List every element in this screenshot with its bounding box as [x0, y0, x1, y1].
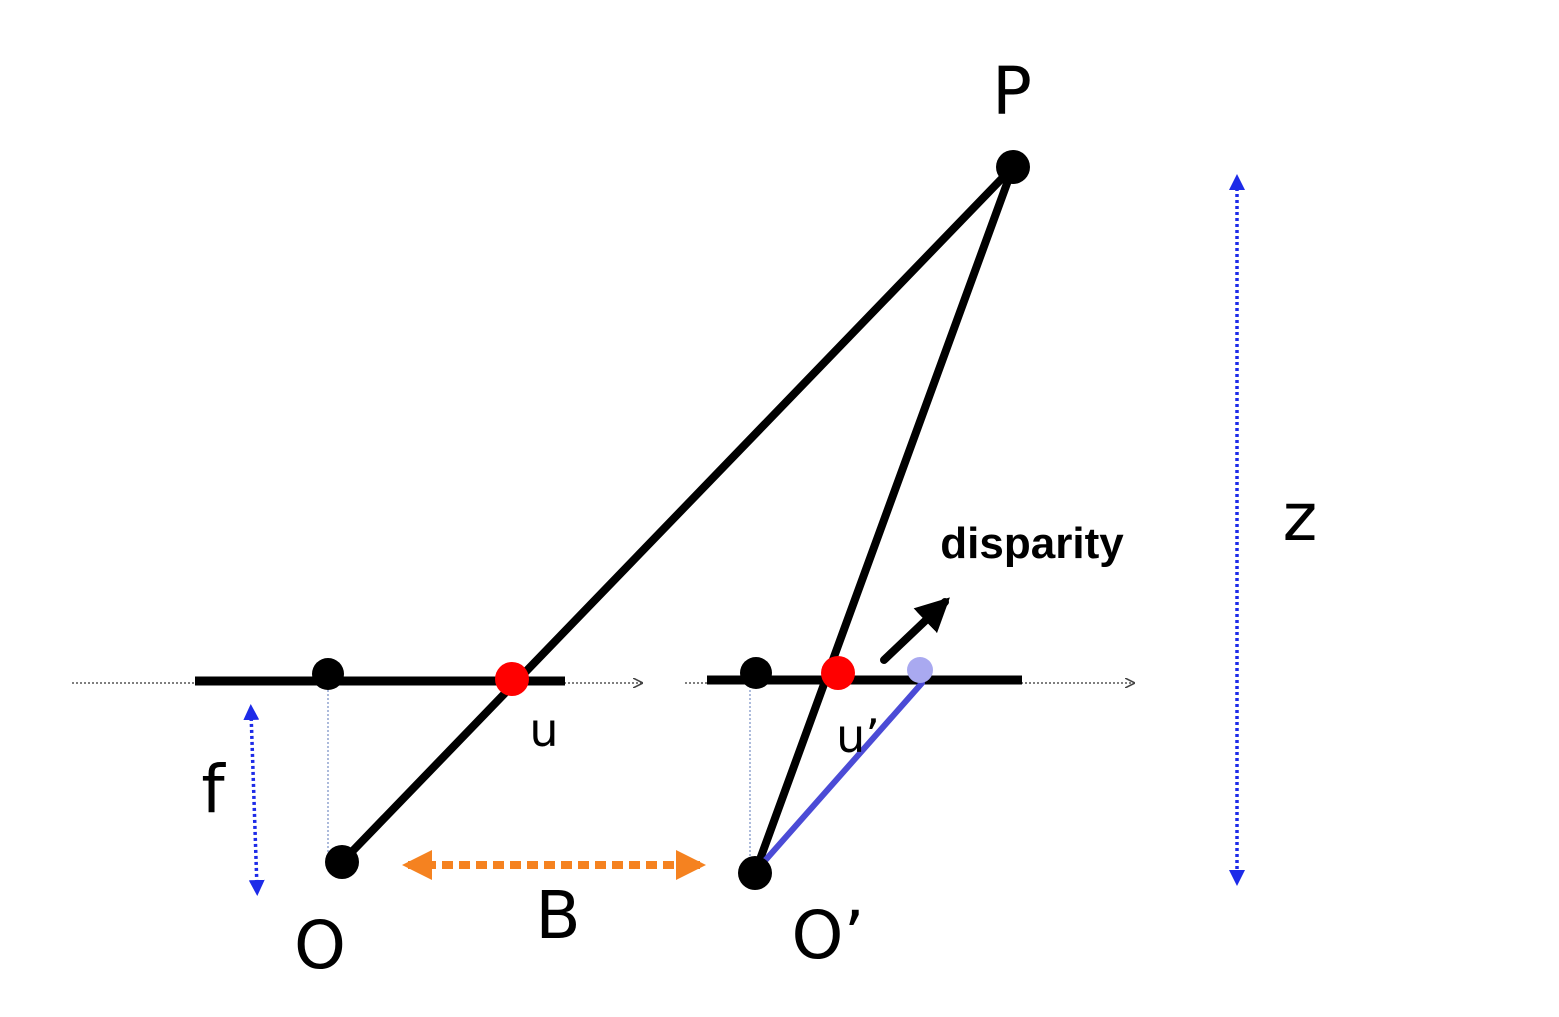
principal-point-left	[312, 658, 344, 690]
label-image-point-u-prime: u’	[836, 709, 880, 763]
focal-length-arrow	[243, 704, 265, 896]
point-p-marker	[996, 150, 1030, 184]
label-depth: z	[1283, 479, 1318, 556]
image-point-u-prime	[821, 656, 855, 690]
label-image-point-u: u	[529, 703, 558, 757]
label-disparity: disparity	[940, 519, 1124, 568]
label-point-p: P	[992, 53, 1032, 130]
label-origin-left: O	[294, 907, 346, 984]
principal-point-right	[740, 657, 772, 689]
label-focal-length: f	[201, 751, 226, 828]
ray-right	[751, 163, 1017, 877]
disparity-ray	[752, 680, 925, 875]
ray-left	[338, 163, 1017, 866]
origin-right-marker	[738, 856, 772, 890]
image-point-u	[495, 662, 529, 696]
origin-left-marker	[325, 845, 359, 879]
disparity-pointer-arrow	[880, 597, 950, 664]
label-origin-right: O’	[792, 897, 865, 974]
disparity-point	[907, 657, 933, 683]
label-baseline: B	[535, 877, 580, 954]
